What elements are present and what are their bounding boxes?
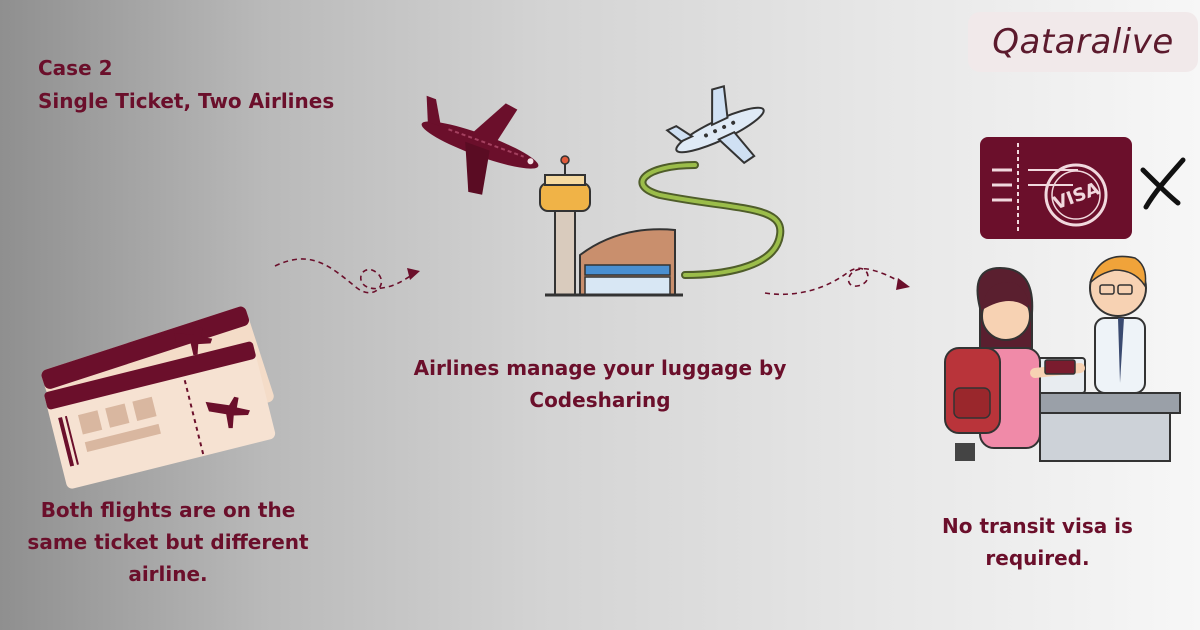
caption-tickets: Both flights are on the same ticket but … bbox=[27, 498, 309, 586]
caption-visa: No transit visa is required. bbox=[942, 514, 1133, 570]
visa-ticket-illustration: VISA bbox=[980, 137, 1186, 239]
airport-hub-illustration bbox=[539, 84, 785, 297]
brand-logo-text: Qataralive bbox=[992, 22, 1174, 62]
caption-luggage: Airlines manage your luggage by Codeshar… bbox=[413, 356, 787, 412]
maroon-airplane-icon bbox=[421, 95, 539, 195]
case-title: Single Ticket, Two Airlines bbox=[38, 89, 335, 113]
dashed-arrow-left bbox=[274, 258, 420, 294]
case-heading: Case 2 Single Ticket, Two Airlines bbox=[38, 52, 334, 118]
boarding-tickets-illustration bbox=[41, 306, 276, 489]
case-number: Case 2 bbox=[38, 56, 113, 80]
blue-airplane-icon bbox=[665, 84, 765, 165]
dashed-arrow-right bbox=[764, 267, 910, 296]
cross-mark-icon bbox=[1140, 157, 1186, 210]
passport-check-illustration bbox=[944, 255, 1181, 462]
brand-logo: Qataralive bbox=[968, 12, 1198, 72]
